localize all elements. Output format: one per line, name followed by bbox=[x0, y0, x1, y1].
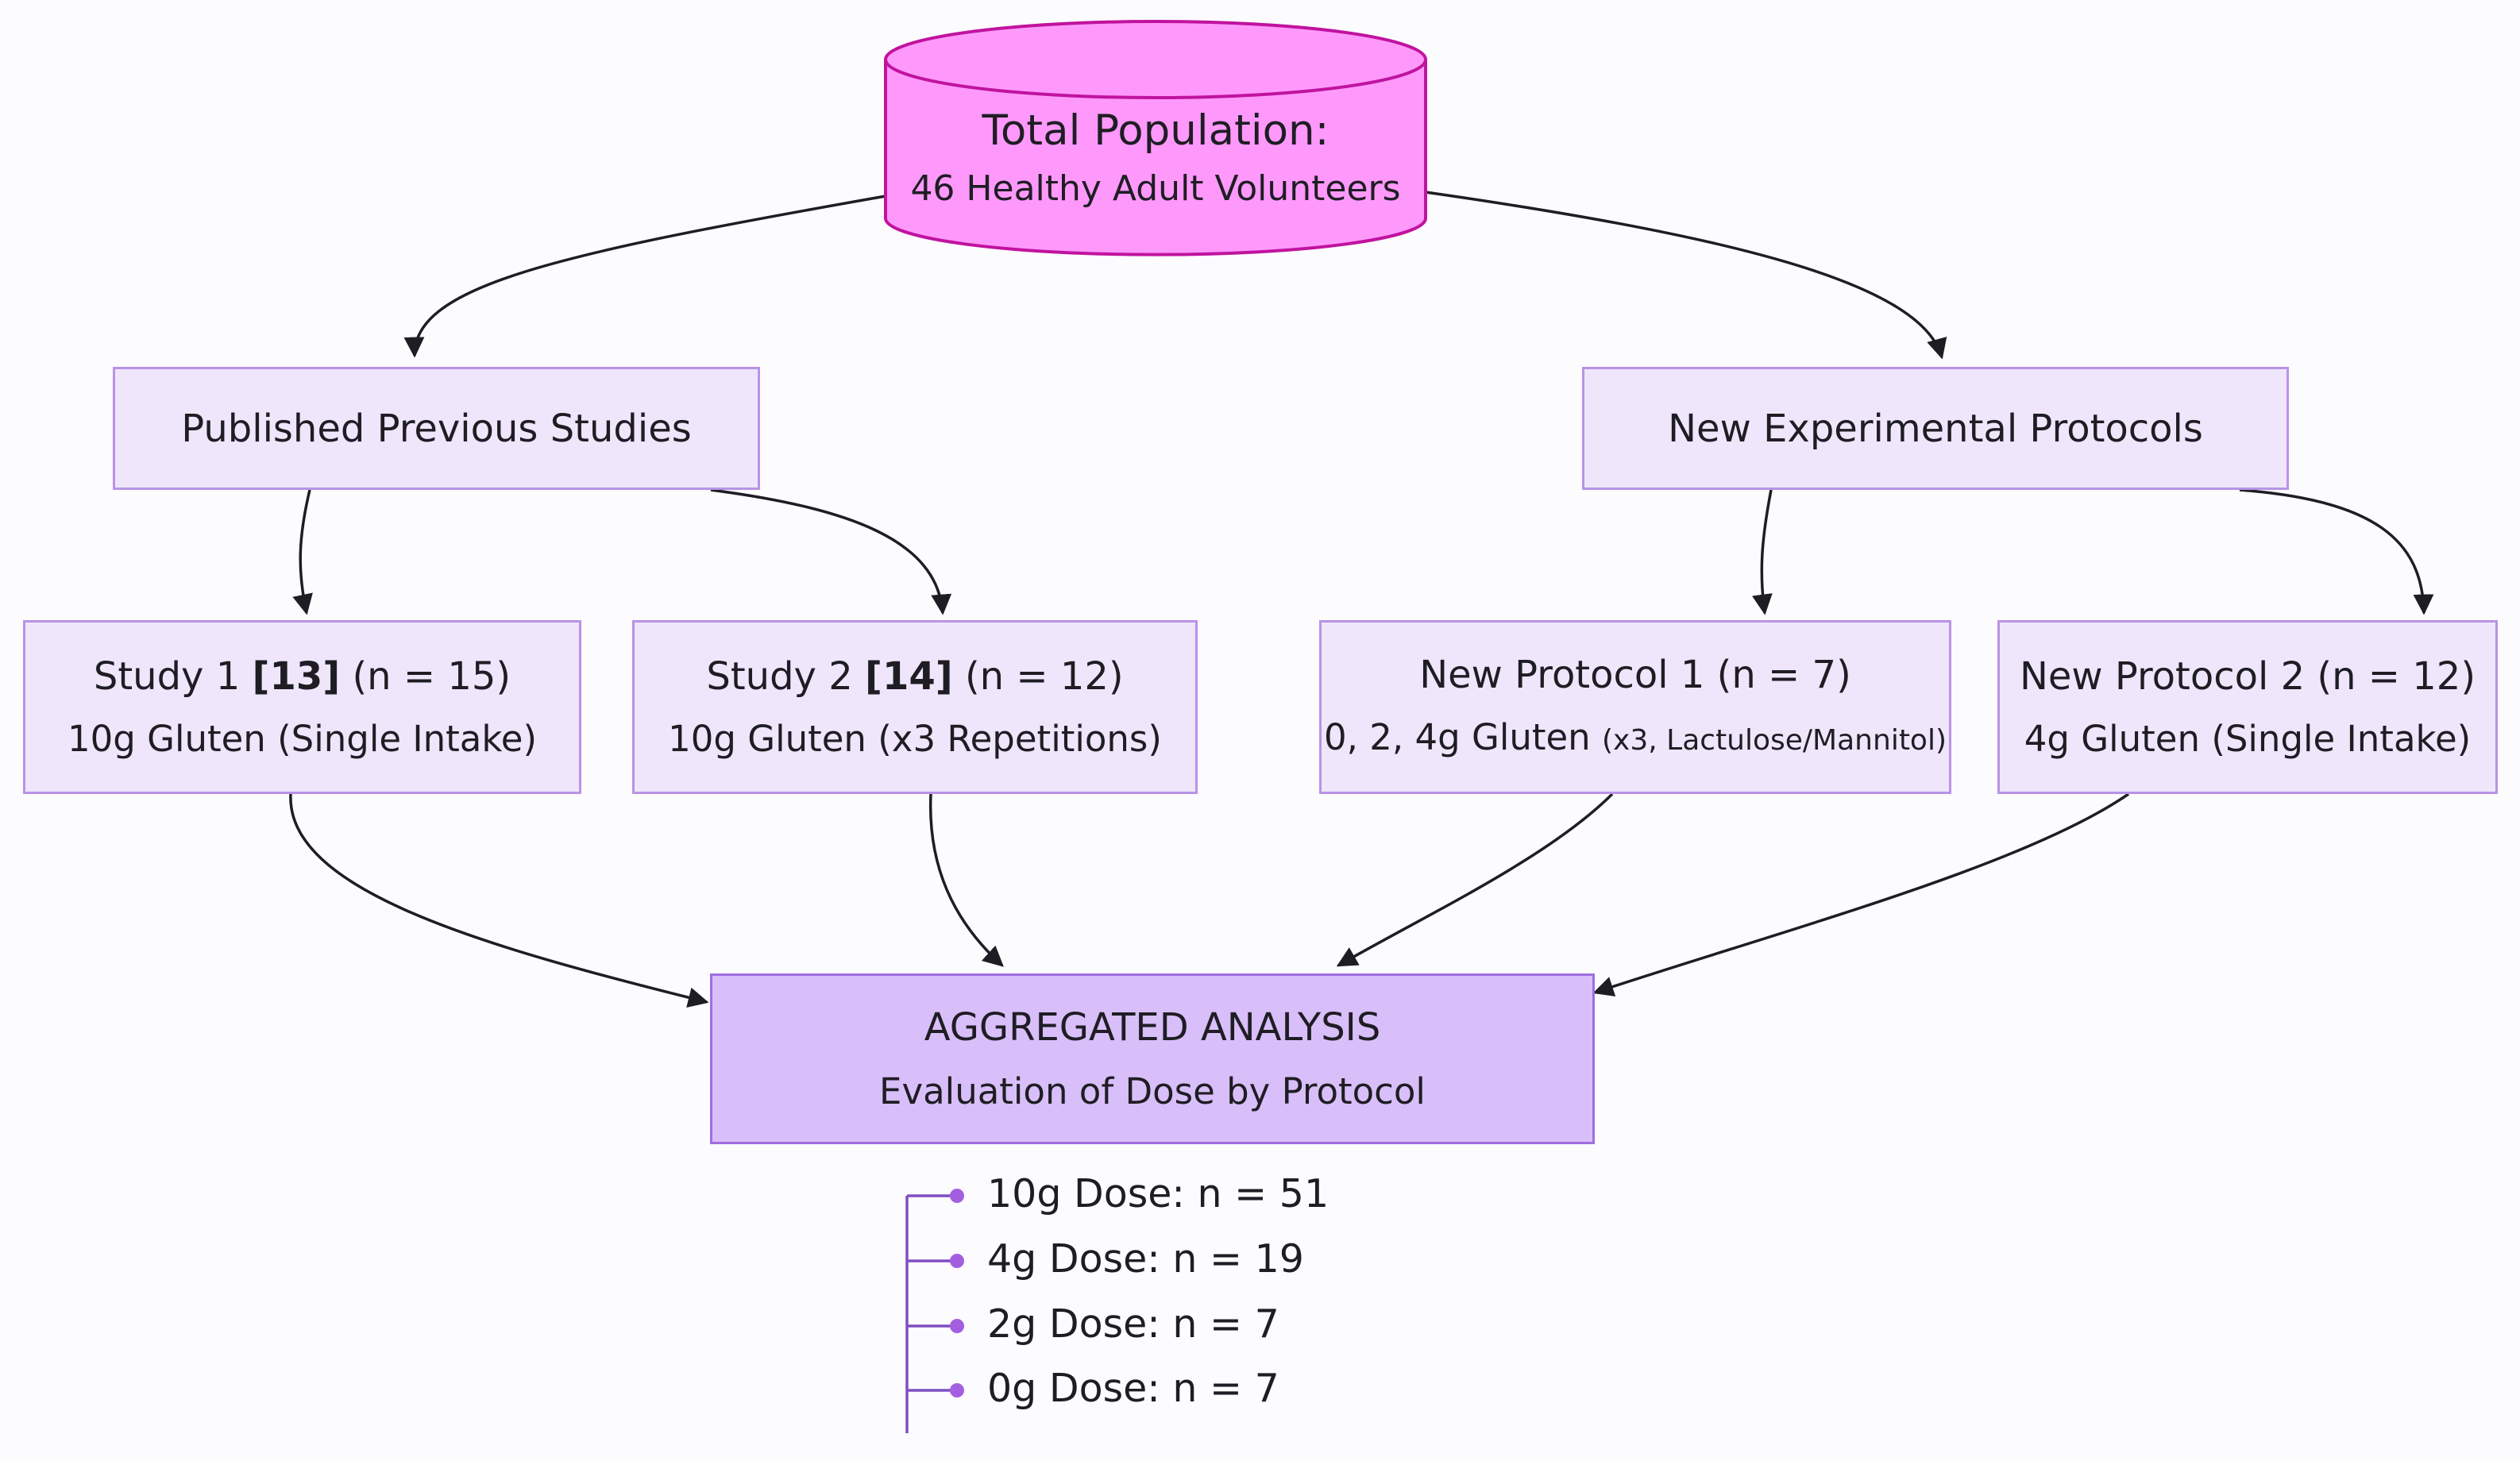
group-new-protocols: New Experimental Protocols bbox=[1582, 367, 2289, 490]
dose-dot bbox=[950, 1254, 964, 1268]
dose-item: 4g Dose: n = 19 bbox=[987, 1236, 1304, 1282]
study-1-name: Study 1 bbox=[93, 653, 241, 699]
analysis-title: AGGREGATED ANALYSIS bbox=[924, 1004, 1381, 1050]
study-1-detail: 10g Gluten (Single Intake) bbox=[67, 717, 538, 760]
study-2-box: Study 2 [14] (n = 12) 10g Gluten (x3 Rep… bbox=[632, 620, 1198, 794]
edge-previous-to-study2 bbox=[710, 488, 952, 615]
edge-new-to-protocol1 bbox=[1751, 489, 1773, 615]
edge-study2-to-analysis bbox=[928, 793, 1004, 967]
study-1-ref: [13] bbox=[252, 653, 341, 699]
edge-population-to-new bbox=[1425, 191, 1947, 360]
population-node: Total Population: 46 Healthy Adult Volun… bbox=[886, 103, 1426, 213]
protocol-2-name: New Protocol 2 (n = 12) bbox=[2019, 653, 2476, 699]
population-cylinder bbox=[884, 20, 1427, 256]
population-title: Total Population: bbox=[982, 106, 1329, 155]
analysis-subtitle: Evaluation of Dose by Protocol bbox=[879, 1070, 1426, 1112]
group-previous-studies: Published Previous Studies bbox=[113, 367, 760, 490]
group-previous-label: Published Previous Studies bbox=[181, 406, 692, 451]
edge-protocol2-to-analysis bbox=[1592, 792, 2129, 997]
protocol-1-name: New Protocol 1 (n = 7) bbox=[1419, 652, 1851, 697]
dose-dot bbox=[950, 1383, 964, 1397]
study-2-detail: 10g Gluten (x3 Repetitions) bbox=[668, 717, 1162, 760]
dose-tree bbox=[905, 1189, 964, 1433]
dose-item: 0g Dose: n = 7 bbox=[987, 1366, 1279, 1411]
study-2-n: (n = 12) bbox=[964, 653, 1124, 699]
group-new-label: New Experimental Protocols bbox=[1668, 406, 2203, 451]
edge-population-to-previous bbox=[403, 195, 886, 358]
protocol-1-detail: 0, 2, 4g Gluten bbox=[1323, 715, 1591, 758]
aggregated-analysis-box: AGGREGATED ANALYSIS Evaluation of Dose b… bbox=[710, 973, 1595, 1144]
dose-dot bbox=[950, 1319, 964, 1333]
study-1-box: Study 1 [13] (n = 15) 10g Gluten (Single… bbox=[23, 620, 581, 794]
edge-study1-to-analysis bbox=[289, 793, 709, 1008]
dose-dot bbox=[950, 1189, 964, 1203]
study-2-name: Study 2 bbox=[706, 653, 853, 699]
edge-protocol1-to-analysis bbox=[1336, 792, 1614, 967]
study-2-ref: [14] bbox=[865, 653, 953, 699]
protocol-1-box: New Protocol 1 (n = 7) 0, 2, 4g Gluten (… bbox=[1319, 620, 1951, 794]
protocol-1-detail-note: (x3, Lactulose/Mannitol) bbox=[1602, 723, 1947, 757]
dose-item: 10g Dose: n = 51 bbox=[987, 1171, 1329, 1216]
protocol-2-detail: 4g Gluten (Single Intake) bbox=[2024, 717, 2472, 760]
study-1-n: (n = 15) bbox=[352, 653, 511, 699]
population-subtitle: 46 Healthy Adult Volunteers bbox=[910, 168, 1401, 209]
edge-new-to-protocol2 bbox=[2239, 488, 2434, 615]
dose-item: 2g Dose: n = 7 bbox=[987, 1301, 1279, 1347]
edge-previous-to-study1 bbox=[292, 489, 313, 615]
protocol-2-box: New Protocol 2 (n = 12) 4g Gluten (Singl… bbox=[1997, 620, 2498, 794]
